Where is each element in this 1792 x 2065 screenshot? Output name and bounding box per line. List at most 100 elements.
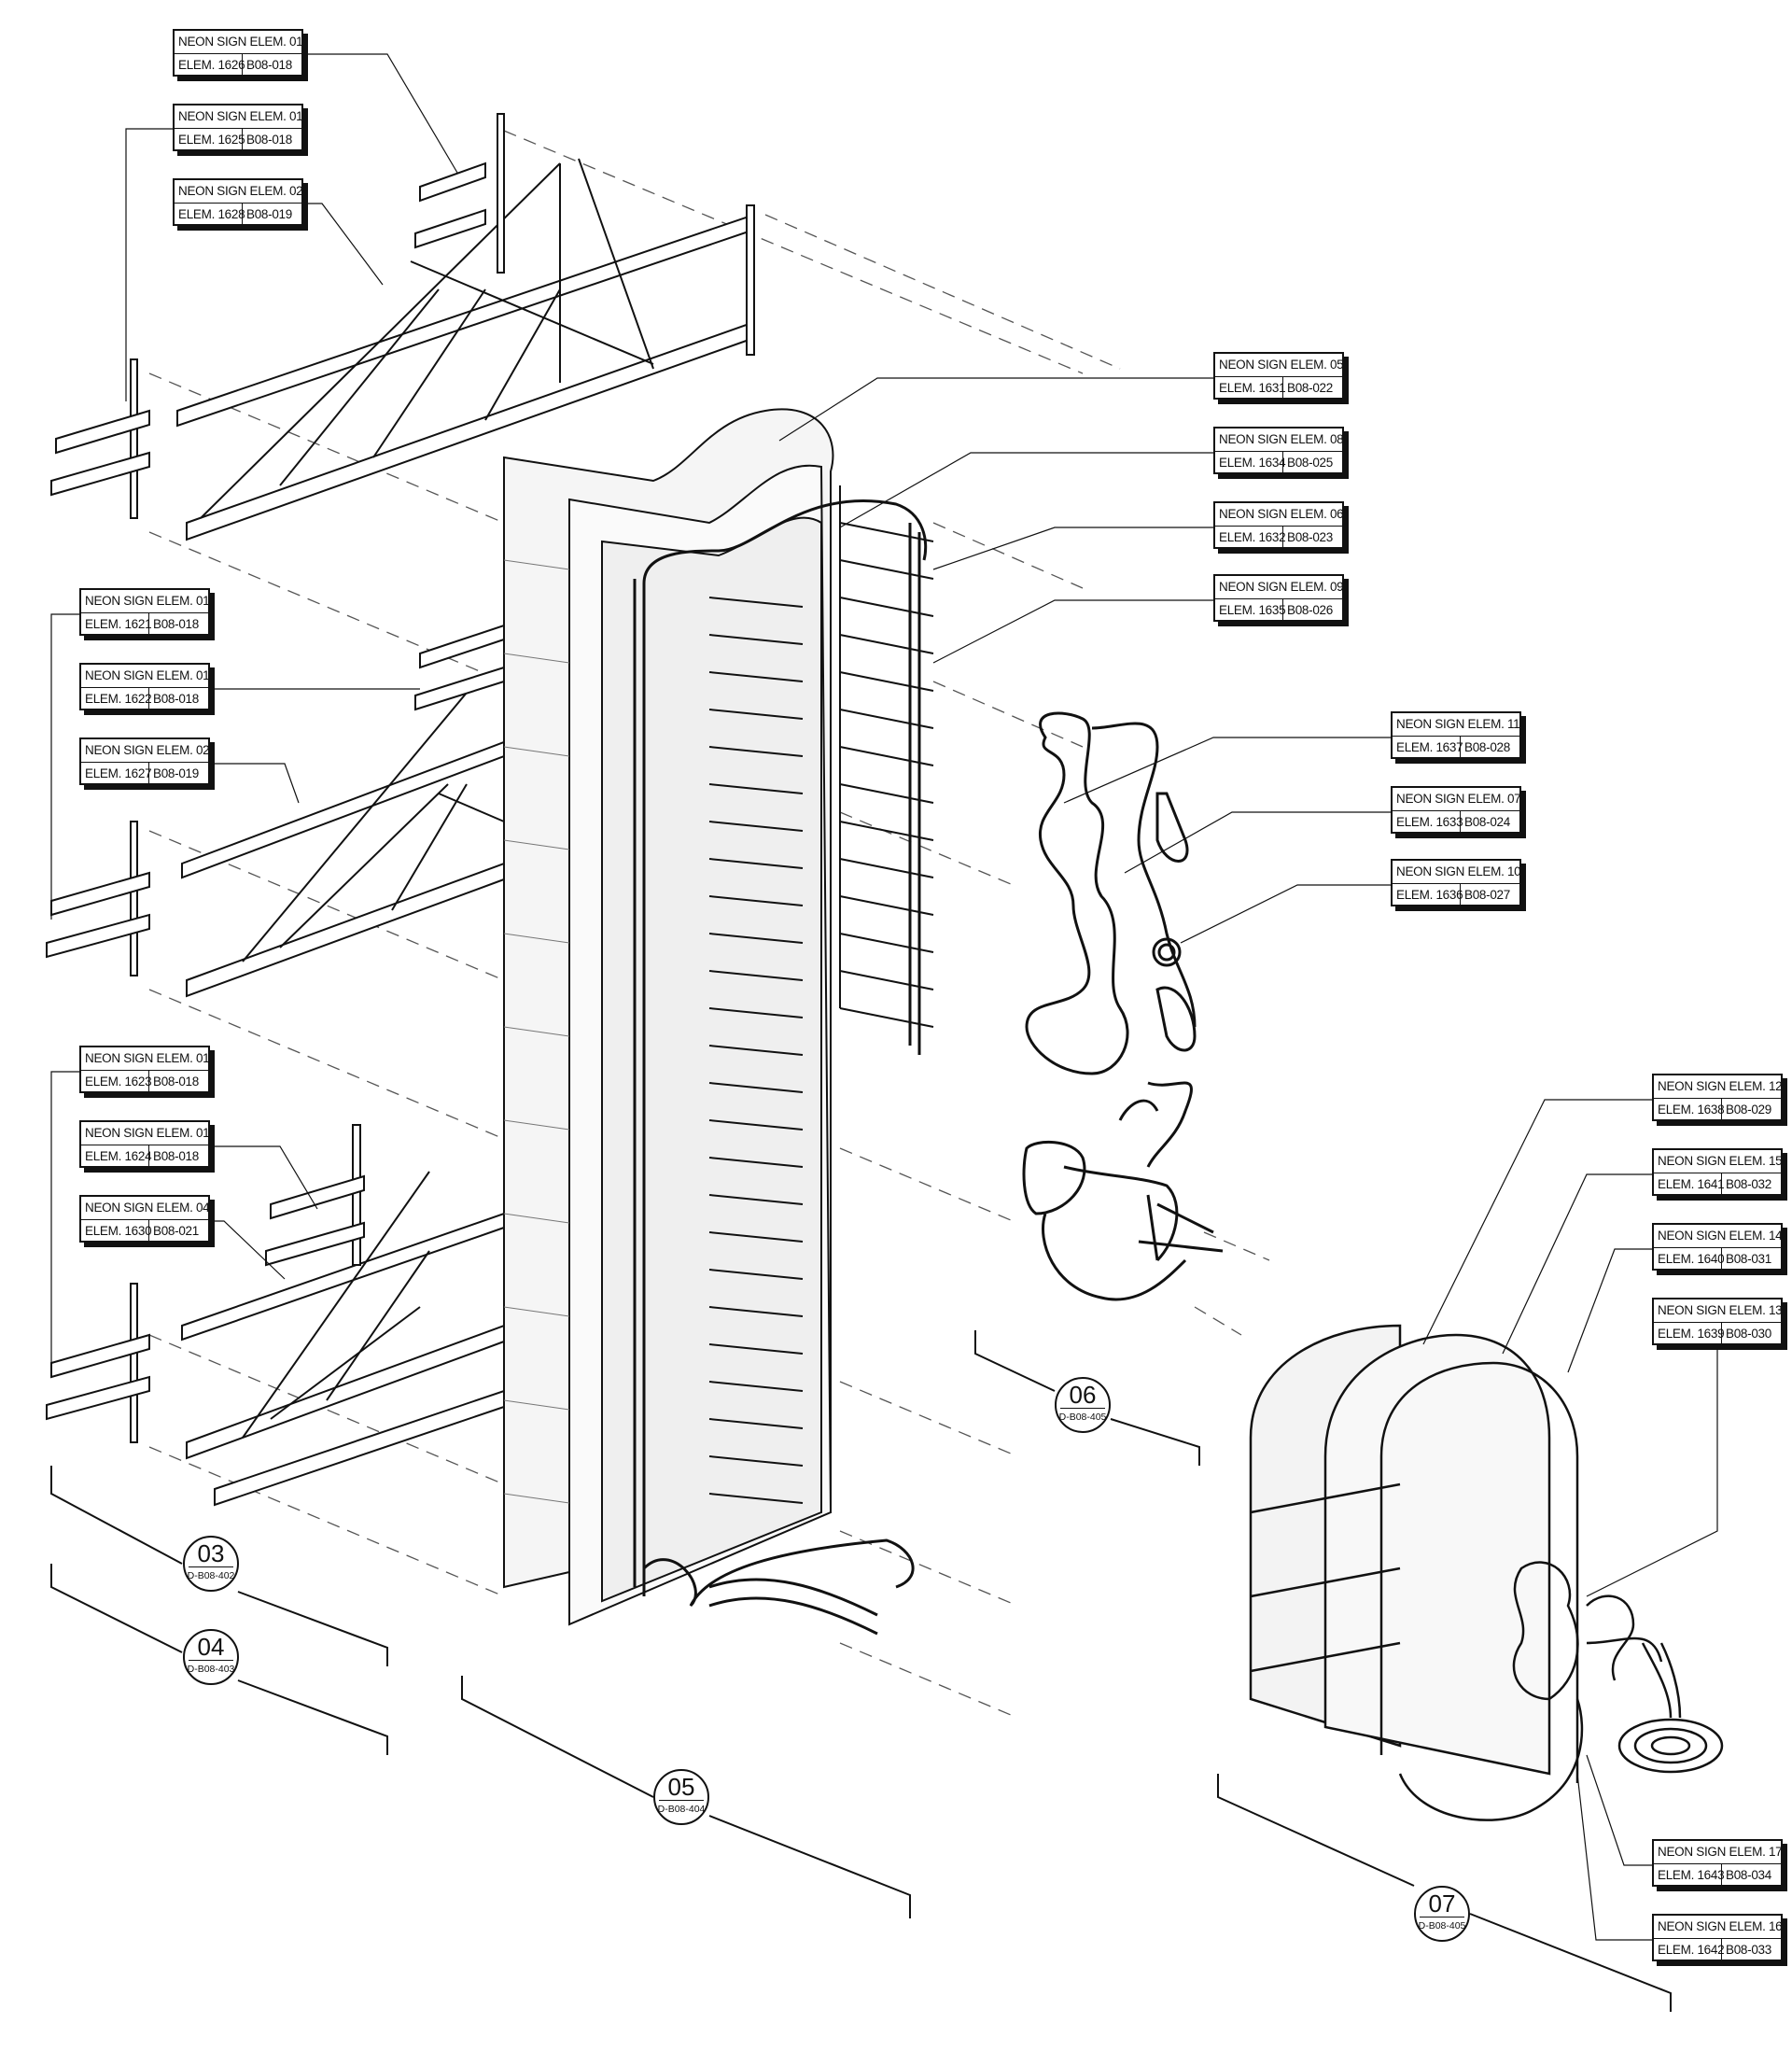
bubble-divider bbox=[1420, 1917, 1464, 1918]
label-ref: B08-032 bbox=[1726, 1177, 1771, 1191]
detail-number: 07 bbox=[1428, 1889, 1456, 1918]
label-title: NEON SIGN ELEM. 09 bbox=[1215, 576, 1344, 599]
label-title: NEON SIGN ELEM. 01 bbox=[81, 590, 210, 613]
detail-number: 04 bbox=[197, 1633, 225, 1661]
label-title: NEON SIGN ELEM. 12 bbox=[1654, 1075, 1783, 1099]
label-ref: B08-023 bbox=[1287, 530, 1333, 544]
label-ref: B08-019 bbox=[153, 766, 199, 780]
bubble-divider bbox=[189, 1660, 233, 1661]
label-title: NEON SIGN ELEM. 05 bbox=[1215, 354, 1344, 377]
detail-bubble-05: 05 D-B08-404 bbox=[653, 1769, 709, 1825]
label-elem: ELEM. 1638 bbox=[1654, 1099, 1725, 1121]
neon-tube-glyph bbox=[1022, 711, 1224, 1301]
label-elem: ELEM. 1639 bbox=[1654, 1323, 1725, 1345]
label-ref: B08-030 bbox=[1726, 1327, 1771, 1341]
label-title: NEON SIGN ELEM. 11 bbox=[1393, 713, 1520, 737]
label-title: NEON SIGN ELEM. 04 bbox=[81, 1197, 210, 1220]
label-title: NEON SIGN ELEM. 02 bbox=[175, 180, 303, 204]
detail-ref: D-B08-402 bbox=[187, 1570, 235, 1581]
truss-assembly-middle bbox=[46, 624, 505, 998]
label-elem: ELEM. 1623 bbox=[81, 1071, 152, 1093]
truss-assembly-bottom bbox=[46, 1124, 505, 1507]
label-title: NEON SIGN ELEM. 02 bbox=[81, 739, 210, 763]
truss-assembly-top bbox=[50, 113, 755, 541]
label-ref: B08-031 bbox=[1726, 1252, 1771, 1266]
detail-bubble-04: 04 D-B08-403 bbox=[183, 1629, 239, 1685]
label-title: NEON SIGN ELEM. 10 bbox=[1393, 861, 1521, 884]
detail-ref: D-B08-405 bbox=[1418, 1920, 1466, 1932]
detail-ref: D-B08-404 bbox=[657, 1804, 706, 1815]
label-elem: ELEM. 1640 bbox=[1654, 1248, 1725, 1271]
label-ref: B08-027 bbox=[1464, 888, 1510, 902]
label-title: NEON SIGN ELEM. 15 bbox=[1654, 1150, 1783, 1173]
detail-bubble-07: 07 D-B08-405 bbox=[1414, 1886, 1470, 1942]
label-ref: B08-022 bbox=[1287, 381, 1333, 395]
projection-lines bbox=[148, 130, 1270, 1719]
label-ref: B08-025 bbox=[1287, 456, 1333, 470]
bubble-divider bbox=[659, 1800, 704, 1801]
label-elem: ELEM. 1625 bbox=[175, 129, 245, 151]
label-ref: B08-028 bbox=[1464, 740, 1510, 754]
bubble-divider bbox=[189, 1566, 233, 1567]
label-title: NEON SIGN ELEM. 16 bbox=[1654, 1916, 1783, 1939]
label-elem: ELEM. 1634 bbox=[1215, 452, 1286, 474]
label-title: NEON SIGN ELEM. 17 bbox=[1654, 1841, 1783, 1864]
label-ref: B08-019 bbox=[246, 207, 292, 221]
label-elem: ELEM. 1642 bbox=[1654, 1939, 1725, 1961]
label-elem: ELEM. 1632 bbox=[1215, 527, 1286, 549]
detail-number: 05 bbox=[667, 1773, 695, 1801]
label-title: NEON SIGN ELEM. 13 bbox=[1654, 1299, 1783, 1323]
label-title: NEON SIGN ELEM. 01 bbox=[81, 665, 210, 688]
label-title: NEON SIGN ELEM. 01 bbox=[175, 105, 303, 129]
label-title: NEON SIGN ELEM. 06 bbox=[1215, 503, 1344, 527]
label-elem: ELEM. 1627 bbox=[81, 763, 152, 785]
label-title: NEON SIGN ELEM. 01 bbox=[81, 1047, 210, 1071]
label-ref: B08-018 bbox=[246, 133, 292, 147]
label-elem: ELEM. 1636 bbox=[1393, 884, 1463, 906]
detail-ref: D-B08-405 bbox=[1058, 1412, 1107, 1423]
detail-number: 03 bbox=[197, 1539, 225, 1567]
label-elem: ELEM. 1622 bbox=[81, 688, 152, 710]
label-elem: ELEM. 1631 bbox=[1215, 377, 1286, 400]
label-title: NEON SIGN ELEM. 08 bbox=[1215, 428, 1344, 452]
detail-number: 06 bbox=[1069, 1381, 1097, 1409]
label-title: NEON SIGN ELEM. 01 bbox=[175, 31, 303, 54]
label-elem: ELEM. 1633 bbox=[1393, 811, 1463, 834]
label-ref: B08-018 bbox=[153, 1075, 199, 1089]
label-ref: B08-018 bbox=[246, 58, 292, 72]
detail-ref: D-B08-403 bbox=[187, 1664, 235, 1675]
label-ref: B08-033 bbox=[1726, 1943, 1771, 1957]
label-ref: B08-026 bbox=[1287, 603, 1333, 617]
label-elem: ELEM. 1630 bbox=[81, 1220, 152, 1243]
label-elem: ELEM. 1641 bbox=[1654, 1173, 1725, 1196]
label-title: NEON SIGN ELEM. 14 bbox=[1654, 1225, 1783, 1248]
label-ref: B08-018 bbox=[153, 692, 199, 706]
bubble-divider bbox=[1060, 1408, 1105, 1409]
label-elem: ELEM. 1621 bbox=[81, 613, 152, 636]
detail-bubble-03: 03 D-B08-402 bbox=[183, 1536, 239, 1592]
label-ref: B08-024 bbox=[1464, 815, 1510, 829]
arch-panel-assembly bbox=[1249, 1324, 1724, 1821]
label-ref: B08-018 bbox=[153, 617, 199, 631]
